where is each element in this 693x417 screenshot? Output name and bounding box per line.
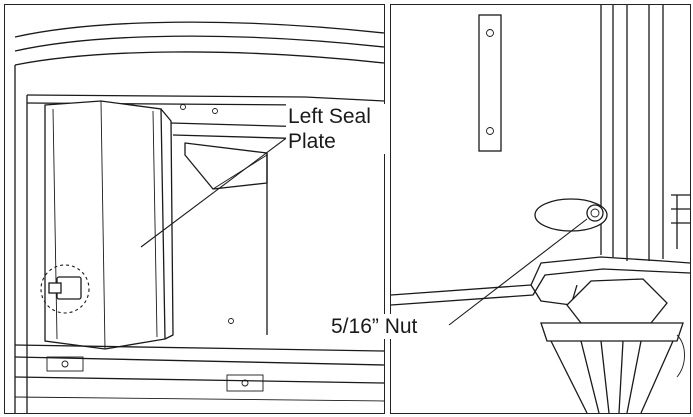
seal-plate-edge-right [152,110,158,338]
bolt-nut [48,282,62,294]
housing-top-curve-inner [14,35,384,52]
upper-rim [26,94,384,102]
nut-callout: 5/16” Nut [329,314,420,339]
small-hole [228,318,234,324]
seal-plate-callout: Left Seal Plate [286,104,386,154]
bottom-frame-top [14,344,384,352]
bottom-frame-low [14,376,384,384]
chamber-slot [184,142,268,190]
right-panel-nut-view [390,4,691,414]
bottom-mount-right [226,374,264,392]
seal-plate-flange [160,108,174,340]
base-ledge [391,256,690,296]
mount-hole-left [61,360,69,368]
seal-plate-body [44,100,166,350]
post-side-detail [671,194,690,249]
slot-diagonal [212,154,268,190]
housing-top-curve-lower [14,51,384,66]
bottom-mount-left [46,356,84,372]
left-panel-seal-plate-view [4,4,385,414]
right-curve-detail [676,334,685,378]
top-hole [180,104,186,110]
mounting-rail [478,14,502,152]
base-ledge-inner [391,268,690,306]
bottom-edge [14,396,384,402]
nut-center [590,208,600,218]
rail-screw-top [486,29,494,37]
seal-plate-drawing [14,21,384,413]
nut-leader-line [448,218,588,326]
seal-plate-leader-line [140,132,294,248]
bolt-highlight-circle [40,264,90,314]
nut-location-drawing [391,5,690,413]
mount-hole-right [241,379,249,387]
bottom-frame-mid [14,356,384,366]
top-hole-2 [212,108,218,114]
seal-plate-edge [52,108,58,340]
seal-plate-fold [100,100,106,350]
housing-top-curve-outer [14,21,384,38]
nut-5-16 [586,204,604,222]
rail-screw-bottom [486,127,494,135]
cone-top [566,278,668,324]
cone-body [550,340,674,413]
ledge-step [530,284,578,306]
cone-collar [540,322,684,342]
